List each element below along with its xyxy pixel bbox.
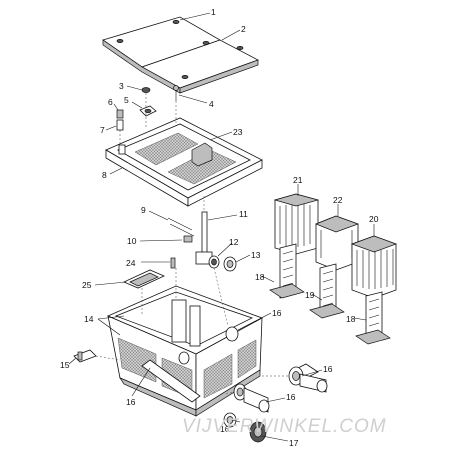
gasket-25 [123,269,165,289]
clip-15 [73,349,97,363]
callout-1: 1 [211,7,216,17]
middle-parts [167,211,237,272]
callout-10: 10 [127,236,137,246]
callout-12: 12 [229,237,239,247]
inlet-pipe [141,359,201,403]
lid-edge-front [179,59,259,94]
callout-16-d: 16 [286,392,296,402]
holder-19 [309,263,345,319]
callout-16-e: 16 [220,424,230,434]
part-4-screw-head [173,85,179,91]
part-6-valve [116,109,124,119]
callout-16-c: 16 [126,397,136,407]
assembly-lines [95,93,290,395]
callout-8: 8 [102,170,107,180]
tray-hopper [191,142,213,167]
leader-lines [68,12,375,442]
callout-6: 6 [108,97,113,107]
part-10-clip [183,235,193,243]
part-7-plug [116,119,124,131]
callout-18-a: 18 [255,272,265,282]
part-24-pin [170,257,176,269]
callout-14: 14 [84,314,94,324]
callout-13: 13 [251,250,261,260]
callout-labels: 1 2 3 4 5 6 7 8 9 10 11 12 13 14 15 16 1… [60,7,379,448]
part-3-grommet [141,87,151,93]
callout-4: 4 [209,99,214,109]
callout-5: 5 [124,95,129,105]
filter-tray [105,117,263,207]
tray-inner [117,123,251,191]
callout-18-b: 18 [346,314,356,324]
callout-17: 17 [289,438,299,448]
callout-16-b: 16 [323,364,333,374]
sponge-20 [350,235,398,299]
callout-23: 23 [233,127,243,137]
holder-18-bottom [355,291,391,345]
callout-25: 25 [82,280,92,290]
callout-21: 21 [293,175,303,185]
callout-19: 19 [305,290,315,300]
callout-9: 9 [141,205,146,215]
sponge-21 [273,193,320,255]
callout-2: 2 [241,24,246,34]
callout-22: 22 [333,195,343,205]
callout-16-a: 16 [272,308,282,318]
holder-18-top [269,243,305,299]
callout-7: 7 [100,125,105,135]
callout-20: 20 [369,214,379,224]
hose-tail-right [288,363,328,393]
callout-15: 15 [60,360,70,370]
tray-grid-left [134,132,199,166]
callout-24: 24 [126,258,136,268]
hose-tail-bottom [223,383,270,443]
callout-11: 11 [239,209,248,219]
lid-assembly [102,16,259,94]
watermark-text: VIJVERWINKEL.COM [182,416,387,437]
callout-3: 3 [119,81,124,91]
